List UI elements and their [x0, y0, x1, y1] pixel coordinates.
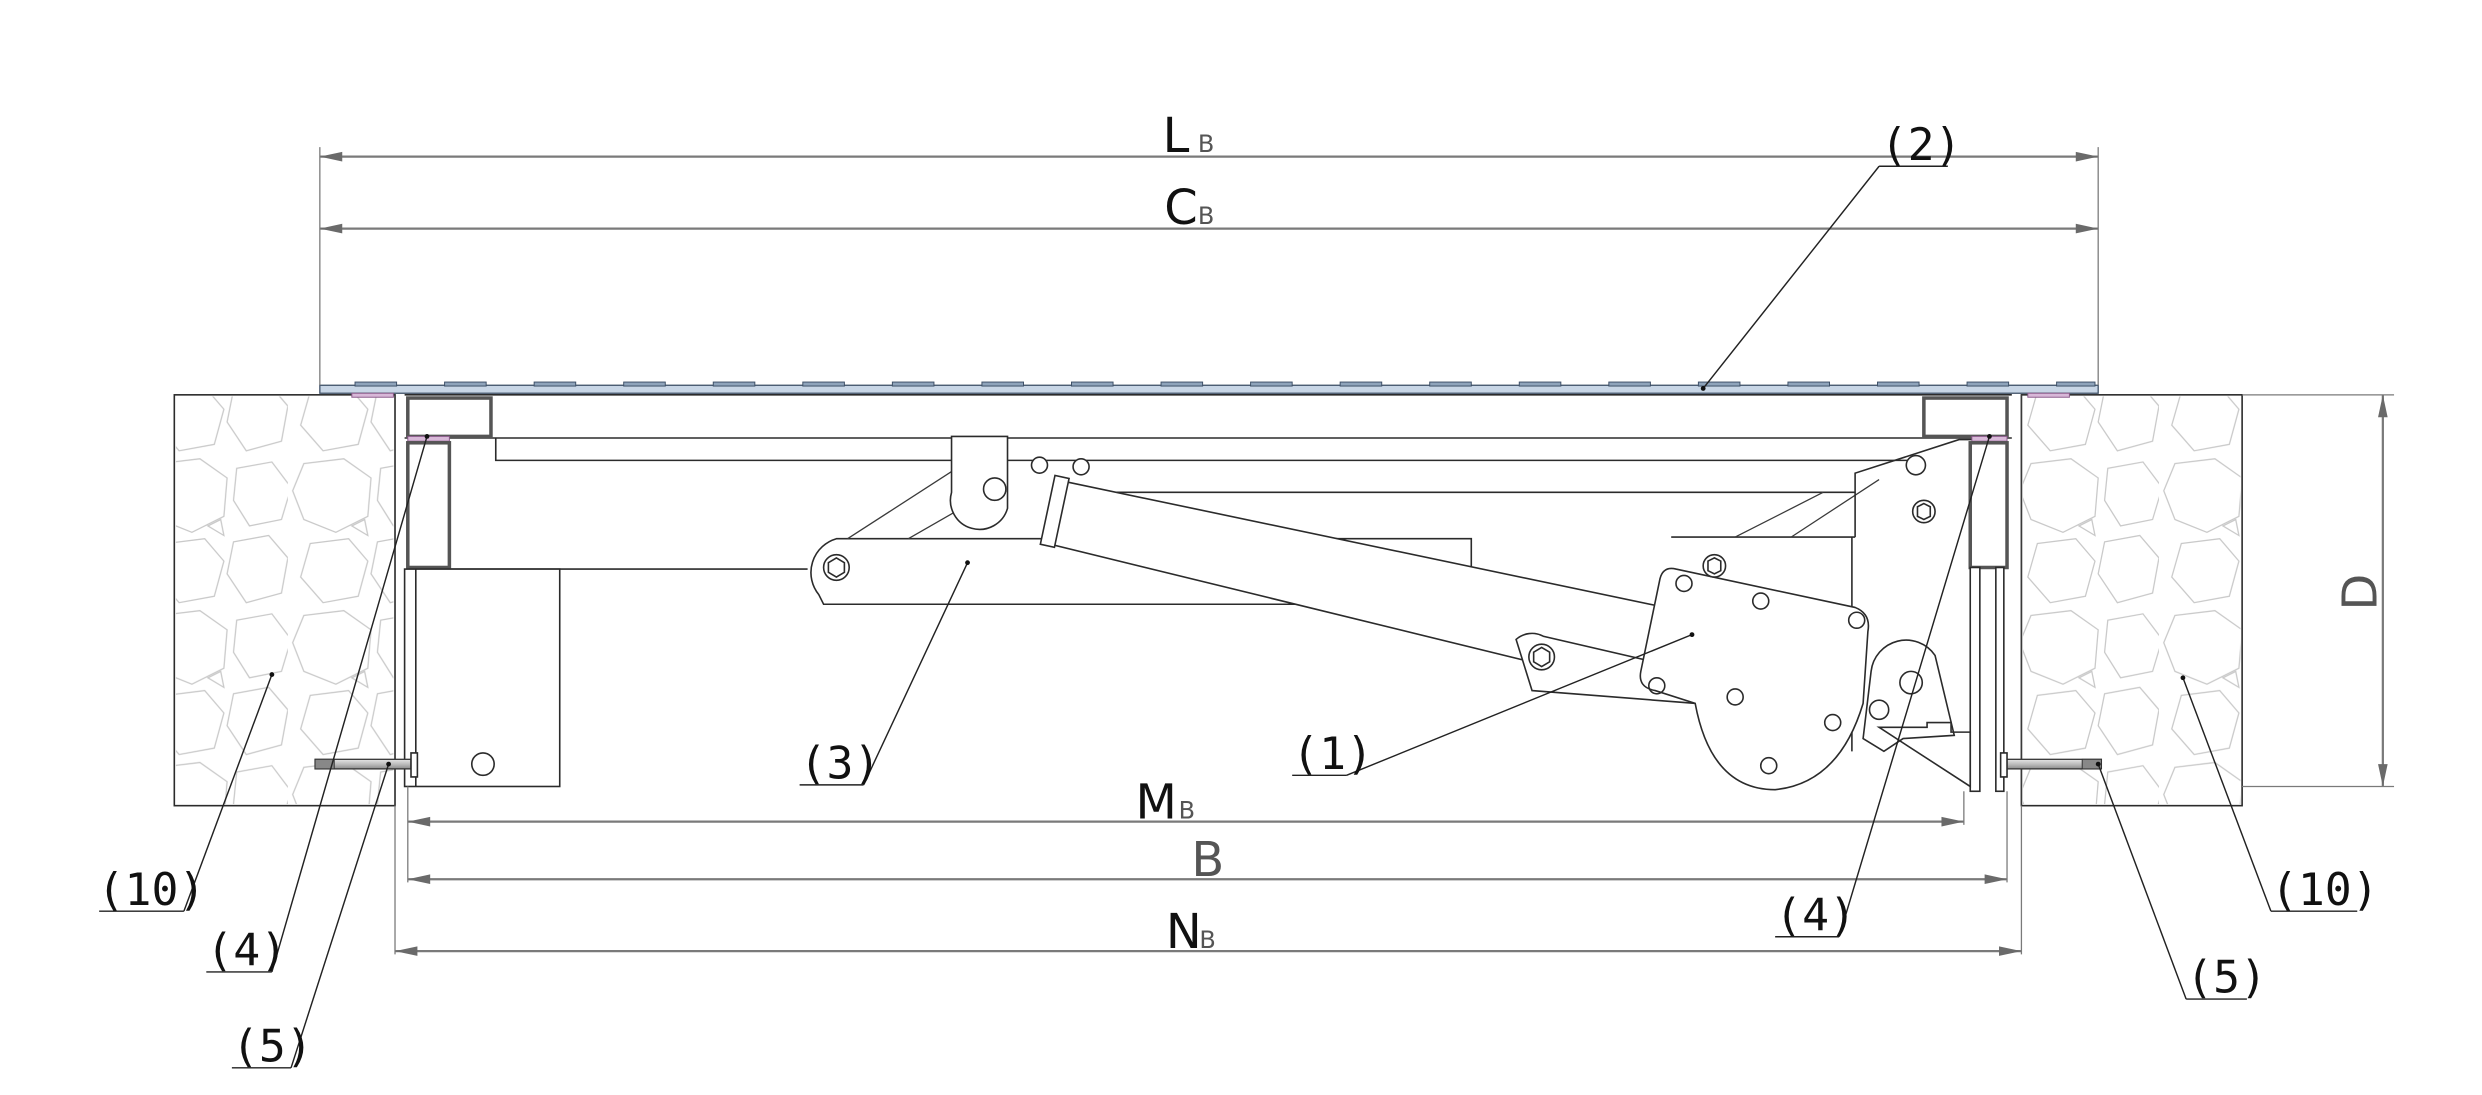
callout-10-right: (10) [2180, 675, 2379, 916]
left-box-section [403, 396, 561, 788]
anchor-bolt-left [314, 752, 419, 778]
dimension-CB: C B [319, 180, 2099, 236]
dimension-LB: L B [319, 108, 2099, 164]
callout-label-1: (1) [1292, 727, 1373, 780]
callout-label-4-left: (4) [206, 924, 287, 977]
dimension-label-LB: L [1163, 108, 1190, 164]
callout-2: (2) [1700, 118, 1962, 391]
dimension-sub-CB: B [1198, 202, 1214, 230]
callout-label-4-right: (4) [1775, 888, 1856, 941]
callout-10-left: (10) [98, 672, 275, 916]
dimension-sub-NB: B [1199, 926, 1215, 954]
dimension-label-B: B [1191, 832, 1224, 888]
callout-1: (1) [1292, 632, 1695, 780]
callout-4-left: (4) [206, 434, 430, 977]
dimension-B: B [407, 832, 2008, 888]
callout-4-right: (4) [1775, 434, 1992, 941]
dimension-label-NB: N [1166, 904, 1202, 960]
dimension-label-MB: M [1135, 774, 1176, 830]
concrete-left [173, 394, 396, 807]
callout-label-5-left: (5) [232, 1019, 313, 1072]
deck-teeth [354, 381, 2096, 387]
dimension-label-CB: C [1164, 180, 1197, 236]
callout-5-left: (5) [231, 761, 392, 1072]
callout-label-3: (3) [800, 736, 881, 789]
callout-label-10-left: (10) [98, 863, 206, 916]
callout-5-right: (5) [2095, 761, 2267, 1004]
dimension-D: D [2242, 394, 2395, 788]
dimension-sub-LB: B [1198, 130, 1214, 158]
callout-label-5-right: (5) [2186, 951, 2267, 1004]
callout-label-10-right: (10) [2271, 863, 2379, 916]
callout-label-2: (2) [1881, 118, 1962, 171]
dimension-NB: N B [395, 904, 2022, 960]
anchor-bolt-right [1999, 752, 2103, 778]
pit-frame [394, 394, 2023, 806]
dimension-MB: M B [407, 774, 1964, 830]
deck-plate [319, 381, 2099, 398]
dimension-label-D: D [2332, 574, 2388, 611]
dimension-sub-MB: B [1179, 796, 1195, 824]
concrete-right [2020, 394, 2243, 807]
callout-3: (3) [799, 560, 970, 789]
